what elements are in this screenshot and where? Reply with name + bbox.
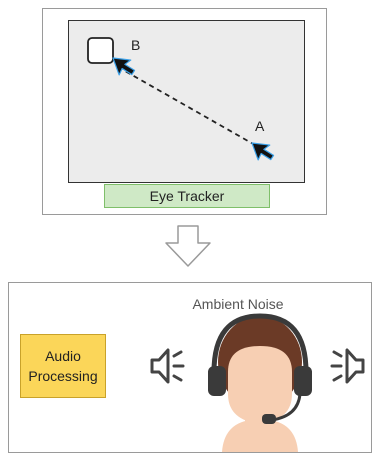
label-b: B [131, 37, 141, 53]
ambient-noise-label: Ambient Noise [192, 296, 284, 312]
target-box [87, 37, 114, 64]
label-a: A [255, 118, 265, 134]
audio-processing-box: Audio Processing [20, 334, 106, 398]
speaker-right-icon [330, 348, 365, 384]
audio-processing-line2: Processing [28, 368, 98, 384]
cursor-b-icon [112, 57, 136, 76]
cursor-a-icon [251, 142, 275, 161]
audio-processing-line1: Audio [45, 348, 81, 364]
speaker-left-icon [150, 348, 185, 384]
eye-tracker-text: Eye Tracker [149, 188, 225, 204]
person-headset-icon [208, 313, 312, 452]
eye-tracker-label: Eye Tracker [104, 184, 270, 208]
